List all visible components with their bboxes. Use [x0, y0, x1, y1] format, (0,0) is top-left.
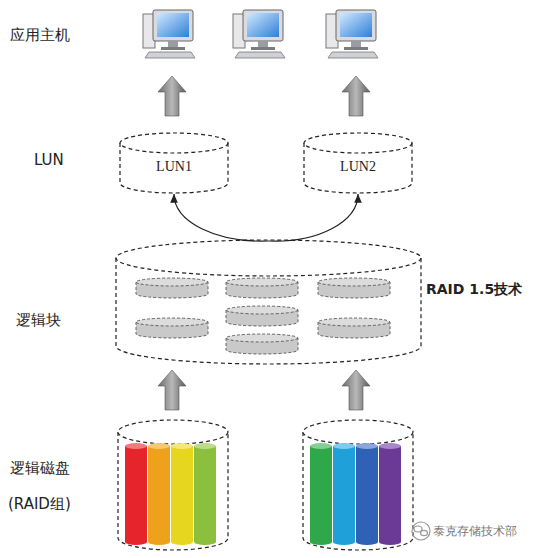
disk-bar-bottom [379, 539, 401, 545]
logical-block-top [226, 306, 298, 314]
disk-bar [310, 443, 332, 545]
disk-bar-bottom [310, 539, 332, 545]
up-arrow [158, 370, 186, 410]
disk-bar-bottom [333, 539, 355, 545]
watermark-bubble [421, 530, 428, 535]
watermark-icon [412, 522, 430, 540]
cylinder-top [116, 240, 421, 276]
logical-block-top [226, 334, 298, 342]
disk-bar-top [194, 443, 216, 449]
logical-block-top [226, 278, 298, 286]
raid-group-cylinder [118, 420, 228, 550]
watermark-circle [412, 522, 430, 540]
cylinder-body [303, 432, 413, 550]
lun-cylinder: LUN2 [304, 133, 412, 193]
host-computer [143, 10, 195, 58]
disk-bar-top [356, 443, 378, 449]
disk-bar-body [194, 446, 216, 542]
up-arrow [158, 76, 186, 116]
cylinder-top [120, 133, 228, 153]
host-computer [233, 10, 285, 58]
disk-bar-body [356, 446, 378, 542]
layer-label: (RAID组) [8, 495, 71, 514]
disk-bar [379, 443, 401, 545]
cylinder-body [118, 432, 228, 550]
disk-bar-top [379, 443, 401, 449]
logical-block-top [318, 318, 390, 326]
logical-block-top [136, 318, 208, 326]
cylinder-body [116, 258, 421, 364]
watermark: 泰克存储技术部 [433, 523, 517, 540]
allocation-arrow [269, 194, 359, 241]
logical-block-pool: RAID 1.5技术 [116, 240, 421, 364]
disk-bar-body [125, 446, 147, 542]
disk-bar-bottom [125, 539, 147, 545]
cylinder-top [118, 420, 228, 444]
disk-bar-bottom [356, 539, 378, 545]
cylinder-top [304, 133, 412, 153]
node-title: LUN1 [120, 159, 228, 175]
up-arrow [342, 76, 370, 116]
logical-block-top [136, 278, 208, 286]
disk-bar-top [125, 443, 147, 449]
disk-bar [148, 443, 170, 545]
logical-blocks [136, 278, 390, 354]
disk-bar-top [148, 443, 170, 449]
lun-cylinder: LUN1 [120, 133, 228, 193]
allocation-arrow [174, 194, 269, 241]
disk-bar-bottom [148, 539, 170, 545]
layer-label: 应用主机 [10, 26, 70, 45]
disk-bar-top [310, 443, 332, 449]
disk-bar-body [310, 446, 332, 542]
disk-bar-top [171, 443, 193, 449]
disk-bar-bottom [171, 539, 193, 545]
cylinder-outline [116, 240, 421, 364]
disk-bar-body [379, 446, 401, 542]
disk-bar-body [171, 446, 193, 542]
disk-bar [194, 443, 216, 545]
disk-bar [125, 443, 147, 545]
disk-bar [171, 443, 193, 545]
up-arrow [342, 370, 370, 410]
node-title: RAID 1.5技术 [426, 281, 522, 299]
disk-bar-body [333, 446, 355, 542]
disk-bar [333, 443, 355, 545]
disk-bar-body [148, 446, 170, 542]
logical-block-top [318, 278, 390, 286]
raid-group-cylinder [303, 420, 413, 550]
layer-label: 逻辑磁盘 [10, 459, 70, 478]
cylinder-top [303, 420, 413, 444]
host-computer [326, 10, 378, 58]
disk-bar-bottom [194, 539, 216, 545]
node-title: LUN2 [304, 159, 412, 175]
disk-bar [356, 443, 378, 545]
layer-label: LUN [34, 151, 64, 169]
layer-label: 逻辑块 [16, 311, 61, 330]
disk-bar-top [333, 443, 355, 449]
